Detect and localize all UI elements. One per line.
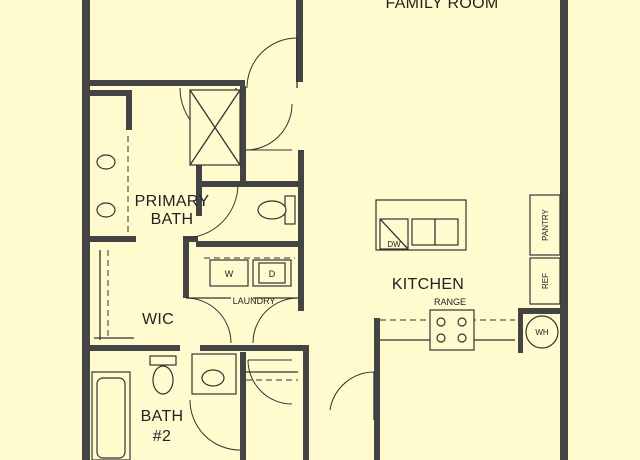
washer-label: W xyxy=(225,269,234,279)
primary-sink-1 xyxy=(96,154,116,170)
bath2-north-wall-a xyxy=(90,345,180,351)
water-heater-label: WH xyxy=(535,328,549,337)
bath2-east-wall xyxy=(240,352,246,460)
pantry-label: PANTRY xyxy=(541,208,550,240)
primary-sink-2 xyxy=(96,202,116,218)
range-label: RANGE xyxy=(434,297,466,307)
hall-closet-door-swing xyxy=(247,359,293,405)
kitchen-west-wall xyxy=(374,318,380,460)
wc-north-wall xyxy=(196,181,304,187)
vanity-divider xyxy=(126,96,132,130)
bath2-label-1: BATH xyxy=(141,408,184,425)
refrigerator xyxy=(529,257,561,305)
wic-north-wall-b xyxy=(183,236,198,242)
fixtures xyxy=(91,89,561,460)
primary-bath-north-wall xyxy=(90,80,245,86)
bath2-door-swing xyxy=(189,399,241,451)
washer xyxy=(209,259,249,287)
burner-2 xyxy=(457,317,467,327)
pantry xyxy=(529,194,561,256)
primary-bath-label-1: PRIMARY xyxy=(135,193,210,210)
west-exterior-wall xyxy=(82,0,90,460)
dishwasher-label: DW xyxy=(387,240,401,249)
bath2-north-wall-b xyxy=(200,345,309,351)
wc-east-wall xyxy=(298,150,304,250)
wh-closet-wall xyxy=(518,308,560,314)
burner-3 xyxy=(436,333,446,343)
primary-entry-door-swing xyxy=(246,37,298,89)
bath2-sink xyxy=(201,369,225,387)
wc-door-swing xyxy=(183,183,239,239)
laundry-north-wall xyxy=(196,241,304,247)
kitchen-label: KITCHEN xyxy=(392,276,464,293)
dryer-door xyxy=(258,262,286,284)
east-exterior-wall xyxy=(560,0,568,460)
laundry-east-wall xyxy=(298,247,304,311)
wh-closet-side xyxy=(518,308,523,353)
kitchen-door-swing xyxy=(329,371,375,411)
dryer-label: D xyxy=(269,269,276,279)
dishwasher-diag xyxy=(379,218,409,250)
range xyxy=(429,309,475,351)
closet-wall xyxy=(240,86,246,181)
water-heater xyxy=(525,315,559,349)
walls xyxy=(82,0,568,460)
primary-toilet-bowl xyxy=(257,200,287,220)
laundry-door-swing-right xyxy=(252,297,299,344)
primary-bath-label-2: BATH xyxy=(151,211,194,228)
bath2-toilet-bowl xyxy=(152,365,174,395)
wic-nook-wall xyxy=(90,90,132,96)
wic-label: WIC xyxy=(142,311,174,328)
refrigerator-label: REF xyxy=(541,273,550,289)
labels: FAMILY ROOM PRIMARY BATH KITCHEN WIC LAU… xyxy=(135,0,550,445)
bathtub-basin xyxy=(96,377,126,459)
family-room-label: FAMILY ROOM xyxy=(386,0,499,12)
bath2-label-2: #2 xyxy=(153,428,171,445)
laundry-door-swing-left xyxy=(185,297,232,344)
hall-east-wall xyxy=(303,351,309,460)
burner-1 xyxy=(436,317,446,327)
closet-door-swing xyxy=(245,103,293,151)
family-room-west-wall xyxy=(296,0,303,82)
bath2-toilet-tank xyxy=(149,355,177,366)
laundry-west-wall xyxy=(183,242,189,298)
laundry-label: LAUNDRY xyxy=(233,296,276,306)
burner-4 xyxy=(457,333,467,343)
wic-north-wall-a xyxy=(90,236,136,242)
shower-diagonal-b xyxy=(189,89,241,166)
